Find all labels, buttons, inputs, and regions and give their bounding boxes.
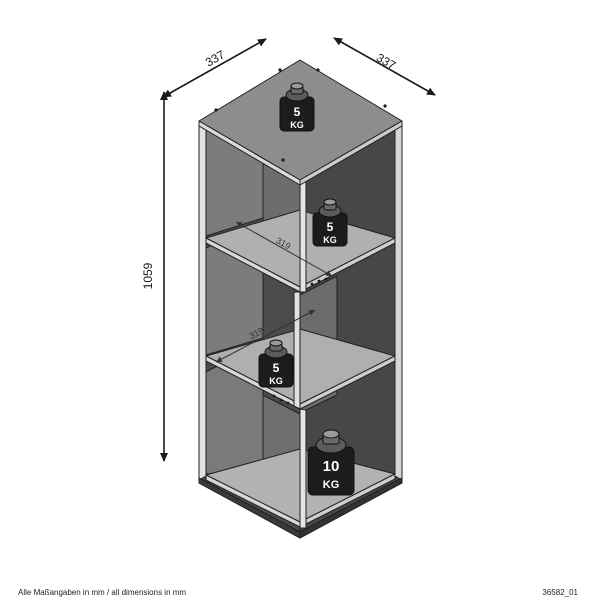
left-panel-edge — [198, 118, 207, 481]
weight-bottom-unit: KG — [323, 479, 340, 491]
top-edge-right — [299, 120, 403, 186]
weight-lower-unit: KG — [269, 376, 283, 386]
center-edge-lower — [299, 408, 307, 529]
center-edge-upper — [299, 176, 307, 293]
right-panel-edge — [394, 118, 403, 481]
plinth-right — [299, 477, 403, 539]
weight-bottom-value: 10 — [323, 458, 340, 475]
dimension-height-label: 1059 — [141, 262, 155, 289]
dimensions-note: Alle Maßangaben in mm / all dimensions i… — [18, 588, 187, 597]
center-edge-mid — [293, 291, 301, 410]
weight-upper-value: 5 — [327, 220, 334, 234]
article-code: 36582_01 — [542, 588, 578, 597]
dimension-width-right: 337 — [333, 37, 436, 96]
dimension-height: 1059 — [141, 91, 168, 462]
weight-top: 5 KG — [279, 82, 315, 132]
weight-top-value: 5 — [294, 105, 301, 119]
cabinet — [198, 59, 403, 539]
weight-upper-unit: KG — [323, 235, 337, 245]
weight-top-unit: KG — [290, 120, 304, 130]
dimension-width-left-label: 337 — [203, 47, 228, 69]
dimension-width-right-label: 337 — [374, 50, 399, 72]
screw-holes — [214, 68, 387, 405]
dimension-width-left: 337 — [162, 38, 267, 98]
weight-bottom: 10 KG — [307, 429, 355, 496]
weight-lower-value: 5 — [273, 361, 280, 375]
